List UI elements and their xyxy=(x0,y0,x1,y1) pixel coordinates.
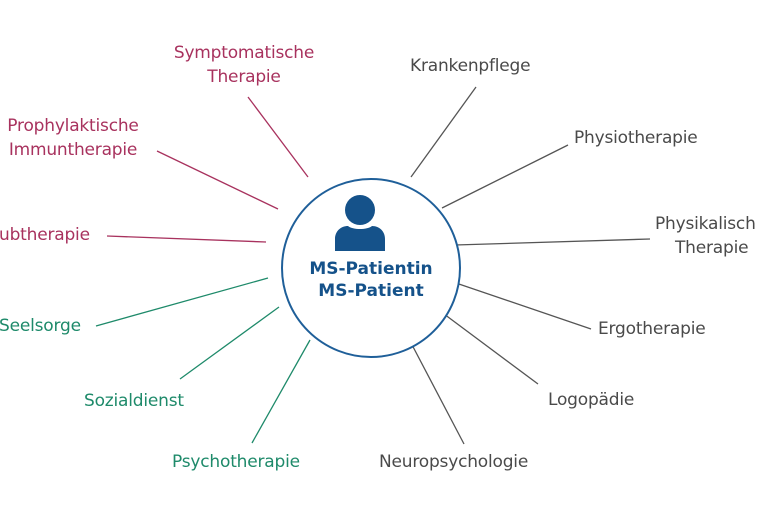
connector-seelsorge xyxy=(95,277,269,327)
node-physiotherapie: Physiotherapie xyxy=(574,126,698,150)
connector-physikalische xyxy=(454,238,651,246)
node-psychotherapie: Psychotherapie xyxy=(172,450,300,474)
node-text-line2: Therapie xyxy=(675,238,749,258)
connector-neuropsychologie xyxy=(409,340,465,445)
node-neuropsychologie: Neuropsychologie xyxy=(379,450,528,474)
node-text-line1: Psychotherapie xyxy=(172,452,300,472)
connector-prophylaktische xyxy=(156,150,279,210)
patient-label-female: MS-Patientin xyxy=(309,259,433,279)
node-text-line1: Physikalisch xyxy=(655,214,756,234)
node-text-line1: ubtherapie xyxy=(0,225,90,245)
node-text-line1: Logopädie xyxy=(548,390,635,410)
node-symptomatische-therapie: Symptomatische Therapie xyxy=(159,41,329,89)
patient-label: MS-Patientin MS-Patient xyxy=(281,258,461,302)
node-text-line1: Sozialdienst xyxy=(84,391,184,411)
node-schubtherapie: ubtherapie xyxy=(0,223,90,247)
node-text-line1: Krankenpflege xyxy=(410,56,531,76)
node-text-line1: Prophylaktische xyxy=(7,116,139,136)
connector-symptomatische xyxy=(247,96,309,178)
node-text-line1: Seelsorge xyxy=(0,316,81,336)
node-seelsorge: Seelsorge xyxy=(0,314,81,338)
node-logopaedie: Logopädie xyxy=(548,388,634,412)
connector-psychotherapie xyxy=(251,339,311,444)
node-krankenpflege: Krankenpflege xyxy=(410,54,531,78)
connector-schub xyxy=(106,235,267,243)
node-text-line1: Physiotherapie xyxy=(574,128,698,148)
person-icon xyxy=(335,195,385,251)
node-physikalische-therapie: Physikalisch Therapie xyxy=(655,212,760,260)
node-text-line2: Therapie xyxy=(207,67,281,87)
node-text-line1: Ergotherapie xyxy=(598,319,706,339)
node-ergotherapie: Ergotherapie xyxy=(598,317,706,341)
patient-label-male: MS-Patient xyxy=(318,281,424,301)
node-text-line1: Symptomatische xyxy=(173,43,315,63)
node-sozialdienst: Sozialdienst xyxy=(84,389,184,413)
connector-physiotherapie xyxy=(441,144,569,209)
node-text-line2: Immuntherapie xyxy=(8,140,138,160)
connector-sozialdienst xyxy=(179,306,280,380)
connector-logopaedie xyxy=(439,310,539,385)
connector-ergotherapie xyxy=(452,281,592,330)
node-text-line1: Neuropsychologie xyxy=(379,452,529,472)
connector-krankenpflege xyxy=(410,86,477,178)
node-prophylaktische-immuntherapie: Prophylaktische Immuntherapie xyxy=(0,114,150,162)
